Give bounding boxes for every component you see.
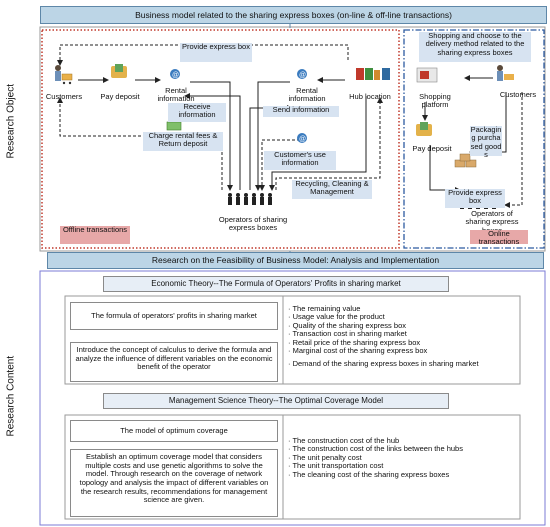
arrow-online-provide-box (504, 92, 523, 208)
online-frame (403, 29, 545, 249)
offline-customers-label: Customers (45, 92, 83, 101)
economic-item: Transaction cost in sharing market (288, 329, 479, 338)
online-customers-label: Customers (499, 90, 537, 99)
economic-title: Economic Theory--The Formula of Operator… (103, 276, 449, 292)
arrow-use-info (259, 139, 300, 191)
research-object-frame (39, 26, 546, 252)
formula-box: The formula of operators' profits in sha… (70, 302, 278, 330)
provide-express-box-label: Provide express box (180, 42, 252, 62)
shopping-platform-label: Shopping platform (419, 92, 451, 110)
online-transactions-box: Online transactions (470, 229, 528, 246)
send-information-box: Send information (263, 105, 339, 117)
research-content-frame (39, 270, 546, 526)
arrow-recycling (269, 96, 367, 191)
middle-banner: Research on the Feasibility of Business … (47, 252, 544, 269)
offline-pay-deposit-label: Pay deposit (100, 92, 140, 101)
arrow-rental2-to-operators (255, 81, 290, 191)
recycling-box: Recycling, Cleaning & Management (292, 179, 372, 199)
management-item: The cleaning cost of the sharing express… (288, 470, 463, 479)
economic-item: Marginal cost of the sharing express box (288, 346, 479, 355)
management-item: The unit penalty cost (288, 453, 463, 462)
economic-item: Usage value for the product (288, 312, 479, 321)
arrow-receive-info (184, 93, 241, 190)
offline-transactions-box: Offline transactions (60, 225, 130, 244)
calculus-box: Introduce the concept of calculus to der… (70, 342, 278, 382)
charge-rental-fees-box: Charge rental fees & Return deposit (143, 131, 223, 151)
economic-variable-list: The remaining value Usage value for the … (288, 304, 479, 368)
packaging-box: Packaging purchased goods (470, 125, 502, 160)
management-title: Management Science Theory--The Optimal C… (103, 393, 449, 409)
economic-item: The remaining value (288, 304, 479, 313)
research-object-label: Research Object (5, 84, 17, 159)
arrow-charge-fees (57, 97, 223, 190)
establish-model-box: Establish an optimum coverage model that… (70, 449, 278, 517)
economic-frame (64, 295, 521, 385)
hub-location-label: Hub location (349, 92, 391, 101)
arrow-provide-box-loop (57, 44, 349, 66)
receive-information-box: Receive information (168, 102, 226, 122)
rental-information-2-label: Rental information (288, 86, 326, 104)
shopping-choose-box: Shopping and choose to the delivery meth… (419, 31, 531, 62)
economic-item: Retail price of the sharing express box (288, 338, 479, 347)
management-frame (64, 414, 521, 520)
offline-operators-label: Operators of sharing express boxes (218, 215, 288, 233)
economic-item: Demand of the sharing express boxes in s… (288, 359, 479, 368)
top-banner: Business model related to the sharing ex… (40, 6, 547, 24)
online-pay-deposit-label: Pay deposit (412, 144, 452, 153)
economic-item: Quality of the sharing express box (288, 321, 479, 330)
arrow-rental-to-operators (190, 81, 233, 191)
research-content-label: Research Content (5, 355, 17, 437)
management-item: The construction cost of the hub (288, 436, 463, 445)
arrow-recycling-return (275, 97, 383, 190)
offline-frame (41, 29, 400, 249)
customers-use-information-box: Customer's use information (264, 150, 336, 170)
management-item: The construction cost of the links betwe… (288, 444, 463, 453)
online-provide-express-box: Provide express box (445, 188, 505, 208)
management-variable-list: The construction cost of the hub The con… (288, 436, 463, 479)
optimum-coverage-box: The model of optimum coverage (70, 420, 278, 442)
rental-information-1-label: Rental information (157, 86, 195, 104)
management-item: The unit transportation cost (288, 461, 463, 470)
